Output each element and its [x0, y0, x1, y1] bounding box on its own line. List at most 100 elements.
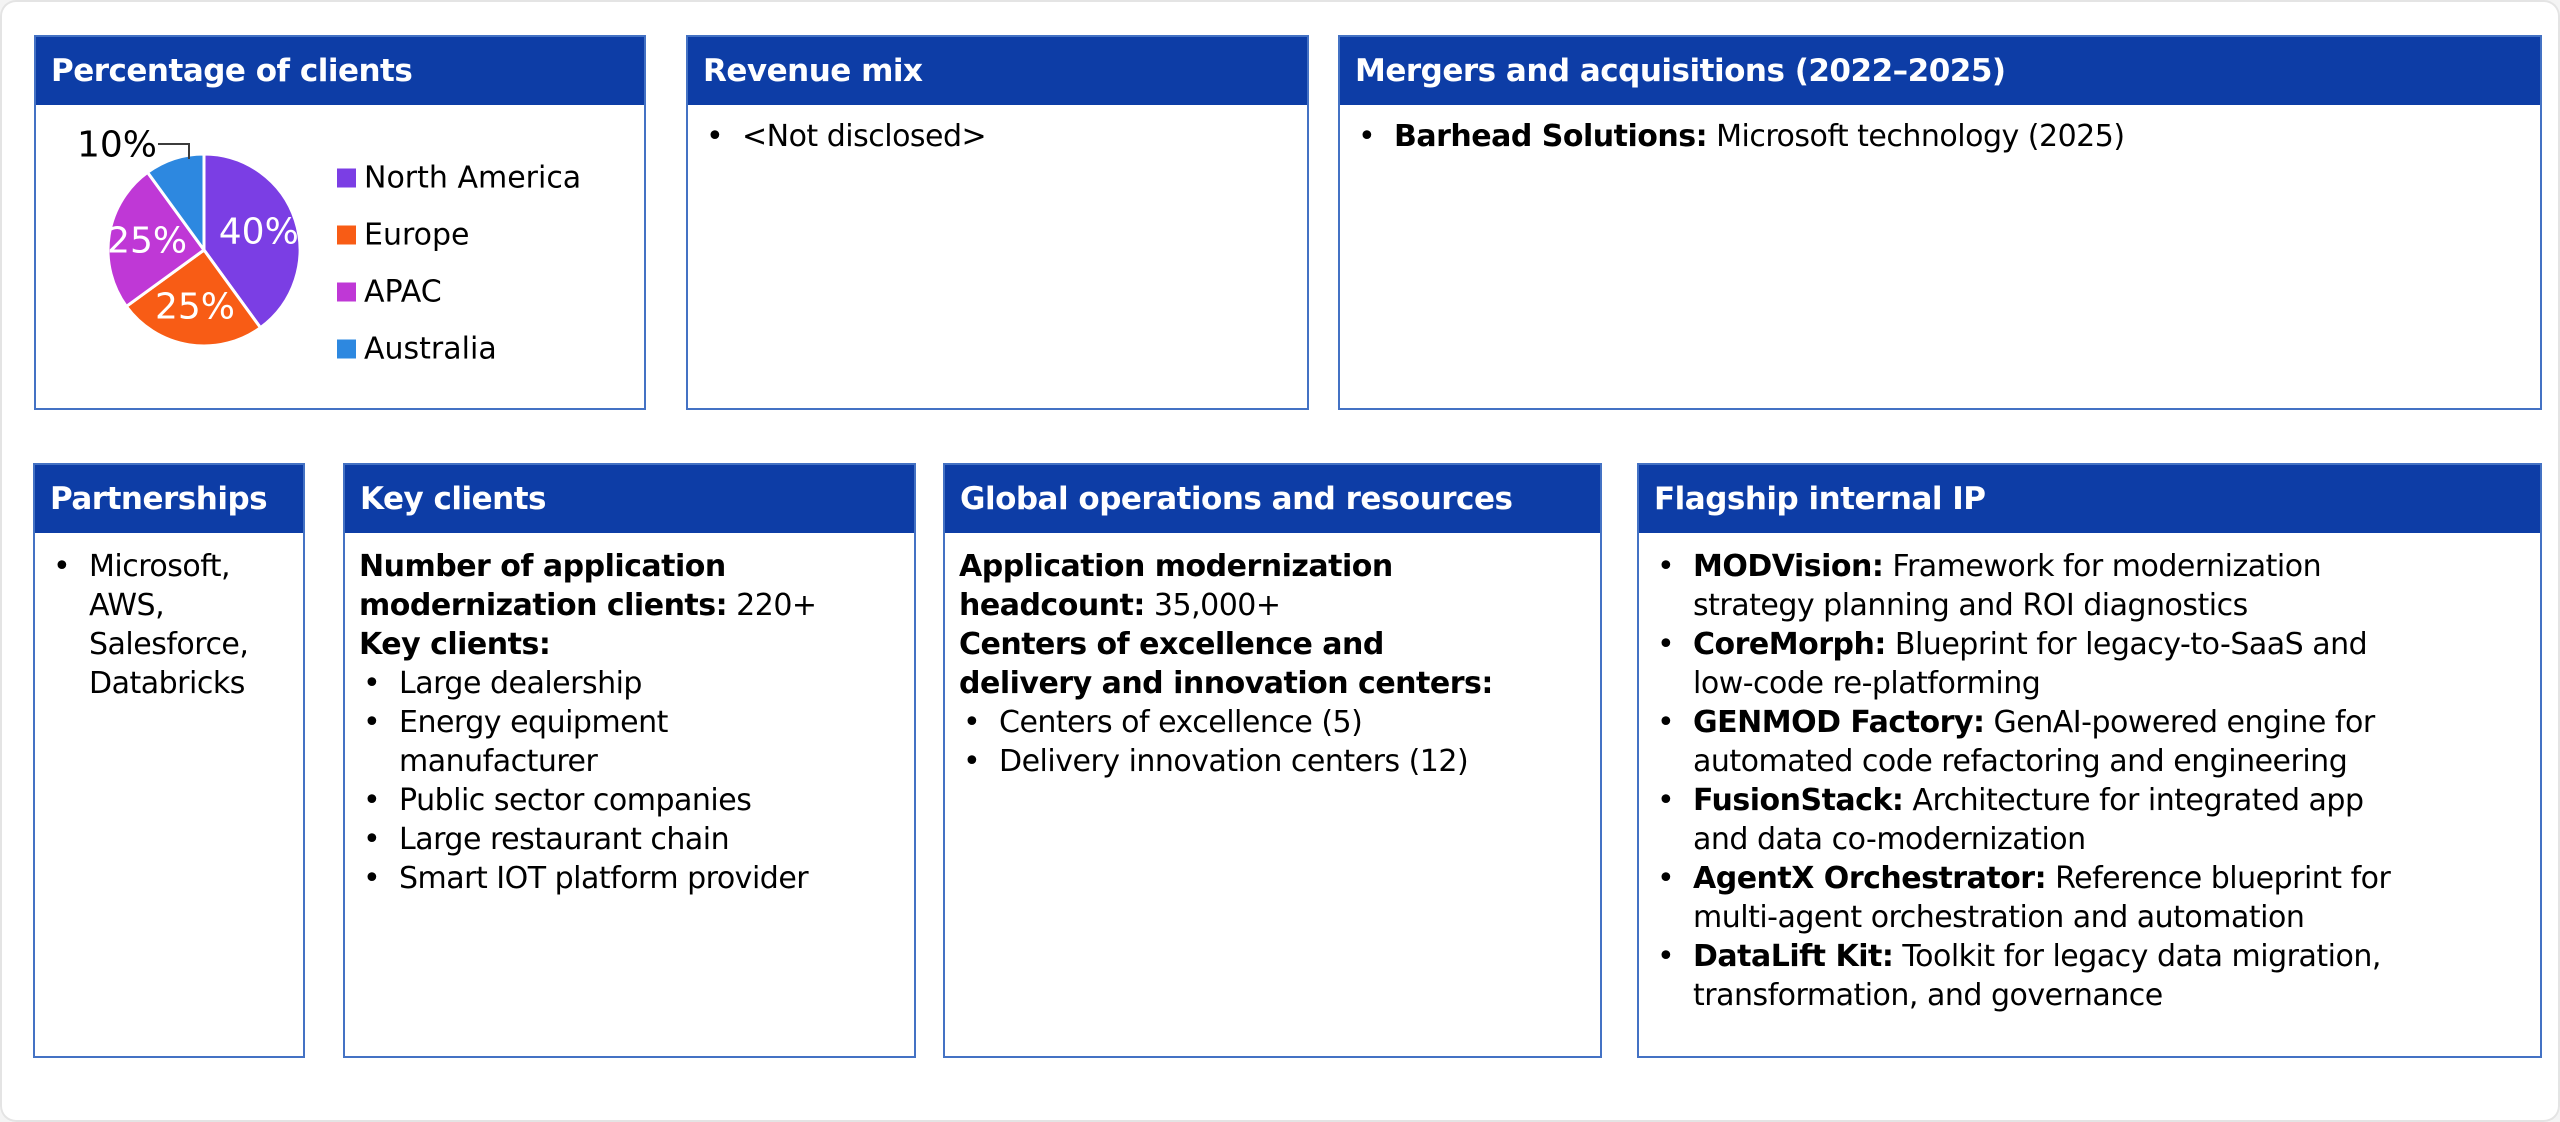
item-text: GENMOD Factory: GenAI-powered engine for… [1693, 705, 2375, 779]
item-text: Barhead Solutions: Microsoft technology … [1394, 119, 2125, 154]
bullet-item: • CoreMorph: Blueprint for legacy-to-SaaS… [1653, 625, 2526, 703]
panel-body: • <Not disclosed> [688, 105, 1307, 408]
legend-label-europe: Europe [364, 218, 470, 253]
pie-slice-label: 40% [219, 212, 299, 253]
bullet-dot: • [363, 861, 381, 896]
panel-title: Percentage of clients [51, 53, 413, 89]
pie-slice-label: 25% [107, 221, 187, 262]
panel-body: • MODVision: Framework for modernization … [1639, 533, 2540, 1056]
panel-revenue-mix: Revenue mix • <Not disclosed> [686, 35, 1309, 410]
bullet-dot: • [1657, 939, 1675, 974]
panel-title: Key clients [360, 481, 547, 517]
item-lead: MODVision: [1693, 549, 1884, 584]
text-line: Centers of excellence and delivery and i… [959, 625, 1586, 703]
panel-title: Global operations and resources [960, 481, 1513, 517]
bullet-dot: • [1657, 861, 1675, 896]
panel-header: Flagship internal IP [1639, 465, 2540, 533]
bullet-item: •Public sector companies [359, 781, 900, 820]
clients-pie-chart: 40%25%25%10%North AmericaEuropeAPACAustr… [77, 125, 581, 367]
bullet-dot: • [1657, 627, 1675, 662]
legend-label-apac: APAC [364, 275, 442, 310]
legend-label-north-america: North America [364, 161, 581, 196]
item-text: Large restaurant chain [399, 822, 730, 857]
pie-slice-apac [106, 170, 206, 308]
item-text: Centers of excellence (5) [999, 705, 1363, 740]
item-text: DataLift Kit: Toolkit for legacy data mi… [1693, 939, 2381, 1013]
legend-swatch-australia [337, 339, 356, 359]
pie-slice-australia [146, 152, 206, 252]
item-text: MODVision: Framework for modernization s… [1693, 549, 2322, 623]
panel-header: Revenue mix [688, 37, 1307, 105]
bullet-item: • Smart IOT platform provider [359, 859, 900, 898]
item-text: Energy equipment manufacturer [399, 705, 668, 779]
pie-slice-north-america [202, 152, 302, 330]
item-lead: AgentX Orchestrator: [1693, 861, 2047, 896]
item-text: Microsoft, AWS, Salesforce, Databricks [89, 549, 249, 701]
bullet-dot: • [706, 119, 724, 154]
panel-header: Percentage of clients [36, 37, 644, 105]
panel-global-operations: Global operations and resources Applicat… [943, 463, 1602, 1058]
bullet-dot: • [1358, 119, 1376, 154]
text-line: Number of application modernization clie… [359, 547, 900, 625]
bullet-dot: • [963, 705, 981, 740]
bullet-item: • Delivery innovation centers (12) [959, 742, 1586, 781]
item-lead: Application modernization headcount: [959, 549, 1393, 623]
bullet-dot: • [53, 549, 71, 584]
bullet-item: •FusionStack: Architecture for integrate… [1653, 781, 2526, 859]
item-text: CoreMorph: Blueprint for legacy-to-SaaS … [1693, 627, 2368, 701]
panel-title: Flagship internal IP [1654, 481, 1986, 517]
item-text: FusionStack: Architecture for integrated… [1693, 783, 2364, 857]
panel-header: Mergers and acquisitions (2022–2025) [1340, 37, 2540, 105]
text-line: Application modernization headcount: 35,… [959, 547, 1586, 625]
item-lead: Centers of excellence and delivery and i… [959, 627, 1493, 701]
item-lead: GENMOD Factory: [1693, 705, 1985, 740]
bullet-item: • <Not disclosed> [702, 117, 1293, 156]
item-text: Key clients: [359, 627, 551, 662]
bullet-item: • Energy equipment manufacturer [359, 703, 900, 781]
item-lead: Number of application modernization clie… [359, 549, 728, 623]
bullet-dot: • [363, 822, 381, 857]
panel-title: Revenue mix [703, 53, 923, 89]
bullet-item: • Large dealership [359, 664, 900, 703]
item-text: Large dealership [399, 666, 642, 701]
bullet-dot: • [1657, 705, 1675, 740]
bullet-item: • DataLift Kit: Toolkit for legacy data m… [1653, 937, 2526, 1015]
item-text: Centers of excellence and delivery and i… [959, 627, 1493, 701]
item-lead: Barhead Solutions: [1394, 119, 1708, 154]
legend-swatch-north-america [337, 168, 356, 188]
panel-header: Key clients [345, 465, 914, 533]
panel-body: Application modernization headcount: 35,… [945, 533, 1600, 1056]
panel-partnerships: Partnerships • Microsoft, AWS, Salesforce… [33, 463, 305, 1058]
bullet-item: • GENMOD Factory: GenAI-powered engine fo… [1653, 703, 2526, 781]
item-lead: CoreMorph: [1693, 627, 1886, 662]
panel-header: Partnerships [35, 465, 303, 533]
legend-label-australia: Australia [364, 332, 497, 367]
panel-body: • Barhead Solutions: Microsoft technology… [1340, 105, 2540, 408]
pie-slice-label: 25% [155, 286, 235, 327]
bullet-item: •MODVision: Framework for modernization … [1653, 547, 2526, 625]
panel-title: Partnerships [50, 481, 268, 517]
legend-swatch-europe [337, 225, 356, 245]
bullet-dot: • [363, 666, 381, 701]
bullet-dot: • [963, 744, 981, 779]
bullet-item: • Centers of excellence (5) [959, 703, 1586, 742]
bullet-dot: • [363, 783, 381, 818]
label-leader-line [158, 143, 190, 159]
panel-flagship-internal-ip: Flagship internal IP • MODVision: Framewo… [1637, 463, 2542, 1058]
item-lead: Key clients: [359, 627, 551, 662]
item-text: Number of application modernization clie… [359, 549, 817, 623]
item-text: Smart IOT platform provider [399, 861, 809, 896]
item-text: AgentX Orchestrator: Reference blueprint… [1693, 861, 2391, 935]
bullet-item: • AgentX Orchestrator: Reference blueprin… [1653, 859, 2526, 937]
pie-slice-europe [124, 248, 262, 348]
bullet-dot: • [363, 705, 381, 740]
item-text: Delivery innovation centers (12) [999, 744, 1469, 779]
panel-body: • Microsoft, AWS, Salesforce, Databricks [35, 533, 303, 1056]
panel-percentage-of-clients: Percentage of clients 40%25%25%10%North … [34, 35, 646, 410]
bullet-item: • Barhead Solutions: Microsoft technology… [1354, 117, 2526, 156]
item-text: <Not disclosed> [742, 119, 987, 154]
legend-swatch-apac [337, 282, 356, 302]
item-lead: FusionStack: [1693, 783, 1904, 818]
